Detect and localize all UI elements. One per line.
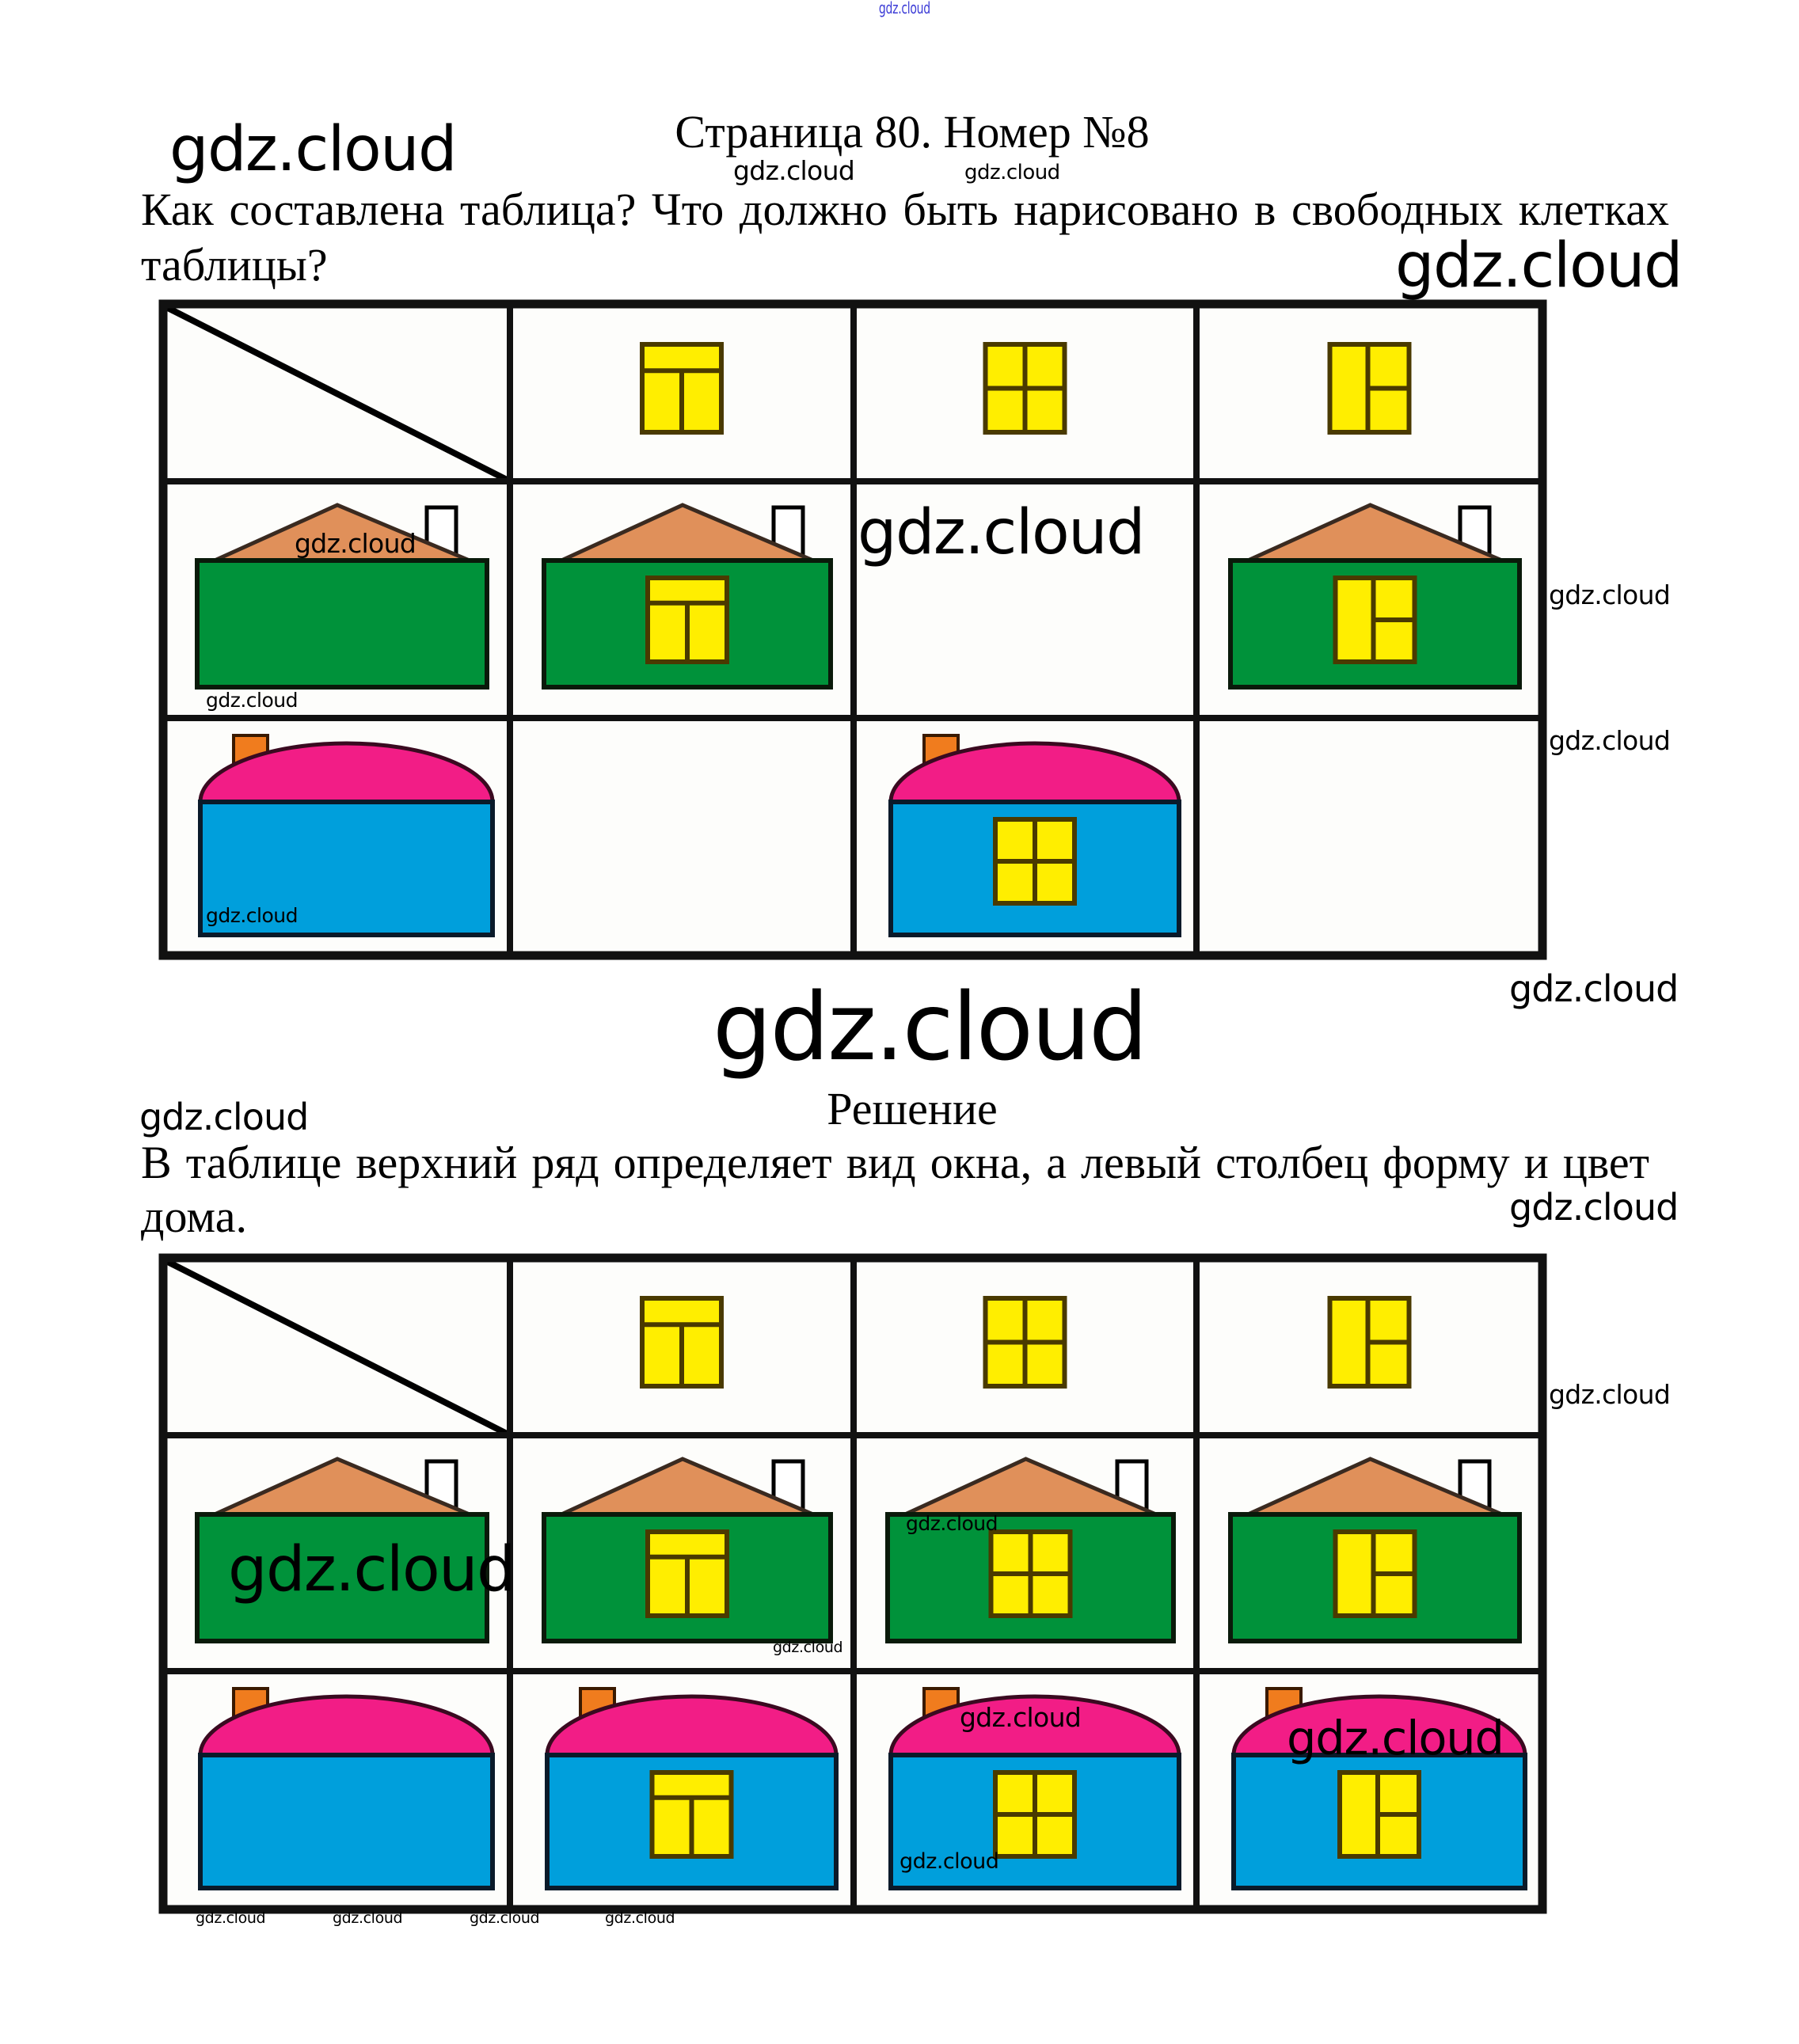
answer-line-1: В таблице верхний ряд определяет вид окн… xyxy=(141,1137,1649,1188)
watermark: gdz.cloud xyxy=(206,689,299,712)
window-type-b-icon xyxy=(993,1770,1077,1859)
watermark: gdz.cloud xyxy=(1509,1186,1679,1229)
table-border xyxy=(158,299,1547,960)
dome-roof-icon xyxy=(1231,1694,1527,1757)
page-title: Страница 80. Номер №8 xyxy=(675,106,1150,158)
watermark: gdz.cloud xyxy=(964,161,1060,184)
triangle-roof-green-house xyxy=(885,1457,1176,1643)
window-type-b-icon xyxy=(983,342,1067,435)
dome-roof-blue-house xyxy=(198,1687,495,1890)
solution-heading: Решение xyxy=(827,1083,998,1134)
watermark: gdz.cloud xyxy=(900,1849,999,1874)
window-type-c-icon xyxy=(1337,1770,1421,1859)
answer-line-2: дома. xyxy=(141,1191,247,1242)
window-type-c-icon xyxy=(1327,1296,1412,1389)
watermark: gdz.cloud xyxy=(773,1639,843,1656)
window-type-c-icon xyxy=(1333,1529,1417,1618)
watermark: gdz.cloud xyxy=(733,155,855,186)
window-type-a-icon xyxy=(645,1529,729,1618)
window-type-b-icon xyxy=(993,817,1077,906)
diagonal-line xyxy=(165,304,512,484)
watermark: gdz.cloud xyxy=(228,1534,516,1605)
window-type-a-icon xyxy=(645,576,729,664)
dome-roof-blue-house xyxy=(545,1687,839,1890)
solution-table xyxy=(158,1253,1547,1914)
dome-roof-icon xyxy=(545,1694,839,1757)
table-border xyxy=(158,1253,1547,1914)
dome-roof-blue-house xyxy=(888,734,1181,937)
dome-roof-icon xyxy=(888,1694,1181,1757)
window-type-a-icon xyxy=(649,1770,734,1859)
watermark: gdz.cloud xyxy=(605,1909,675,1927)
watermark: gdz.cloud xyxy=(1549,579,1671,610)
triangle-roof-green-house xyxy=(1228,503,1522,690)
watermark: gdz.cloud xyxy=(1287,1711,1504,1765)
window-type-b-icon xyxy=(988,1529,1073,1618)
house-body xyxy=(195,558,489,690)
header-watermark-link[interactable]: gdz.cloud xyxy=(878,0,930,17)
triangle-roof-green-house xyxy=(195,1457,489,1643)
house-body xyxy=(195,1512,489,1643)
dome-roof-blue-house xyxy=(1231,1687,1527,1890)
question-line-1: Как составлена таблица? Что должно быть … xyxy=(141,184,1669,235)
dome-roof-blue-house xyxy=(888,1687,1181,1890)
watermark: gdz.cloud xyxy=(1395,230,1683,302)
triangle-roof-green-house xyxy=(195,503,489,690)
watermark: gdz.cloud xyxy=(470,1909,540,1927)
house-body xyxy=(198,1753,495,1890)
watermark: gdz.cloud xyxy=(206,904,299,927)
window-type-b-icon xyxy=(983,1296,1067,1389)
task-table xyxy=(158,299,1547,960)
triangle-roof-green-house xyxy=(542,503,833,690)
dome-roof-icon xyxy=(198,741,495,804)
watermark: gdz.cloud xyxy=(169,114,458,185)
question-line-2: таблицы? xyxy=(141,239,328,291)
window-type-a-icon xyxy=(640,1296,724,1389)
window-type-c-icon xyxy=(1327,342,1412,435)
watermark: gdz.cloud xyxy=(1509,967,1679,1010)
window-type-c-icon xyxy=(1333,576,1417,664)
house-body xyxy=(198,800,495,937)
diagonal-line xyxy=(165,1258,512,1438)
dome-roof-icon xyxy=(888,741,1181,804)
triangle-roof-green-house xyxy=(542,1457,833,1643)
watermark: gdz.cloud xyxy=(196,1909,266,1927)
window-type-a-icon xyxy=(640,342,724,435)
triangle-roof-green-house xyxy=(1228,1457,1522,1643)
watermark: gdz.cloud xyxy=(960,1702,1082,1733)
dome-roof-icon xyxy=(198,1694,495,1757)
watermark: gdz.cloud xyxy=(295,528,416,559)
watermark: gdz.cloud xyxy=(139,1096,309,1138)
watermark: gdz.cloud xyxy=(906,1512,998,1535)
watermark: gdz.cloud xyxy=(1549,1379,1671,1410)
dome-roof-blue-house xyxy=(198,734,495,937)
watermark: gdz.cloud xyxy=(1549,725,1671,756)
watermark: gdz.cloud xyxy=(858,497,1146,568)
watermark: gdz.cloud xyxy=(713,972,1148,1081)
watermark: gdz.cloud xyxy=(333,1909,403,1927)
